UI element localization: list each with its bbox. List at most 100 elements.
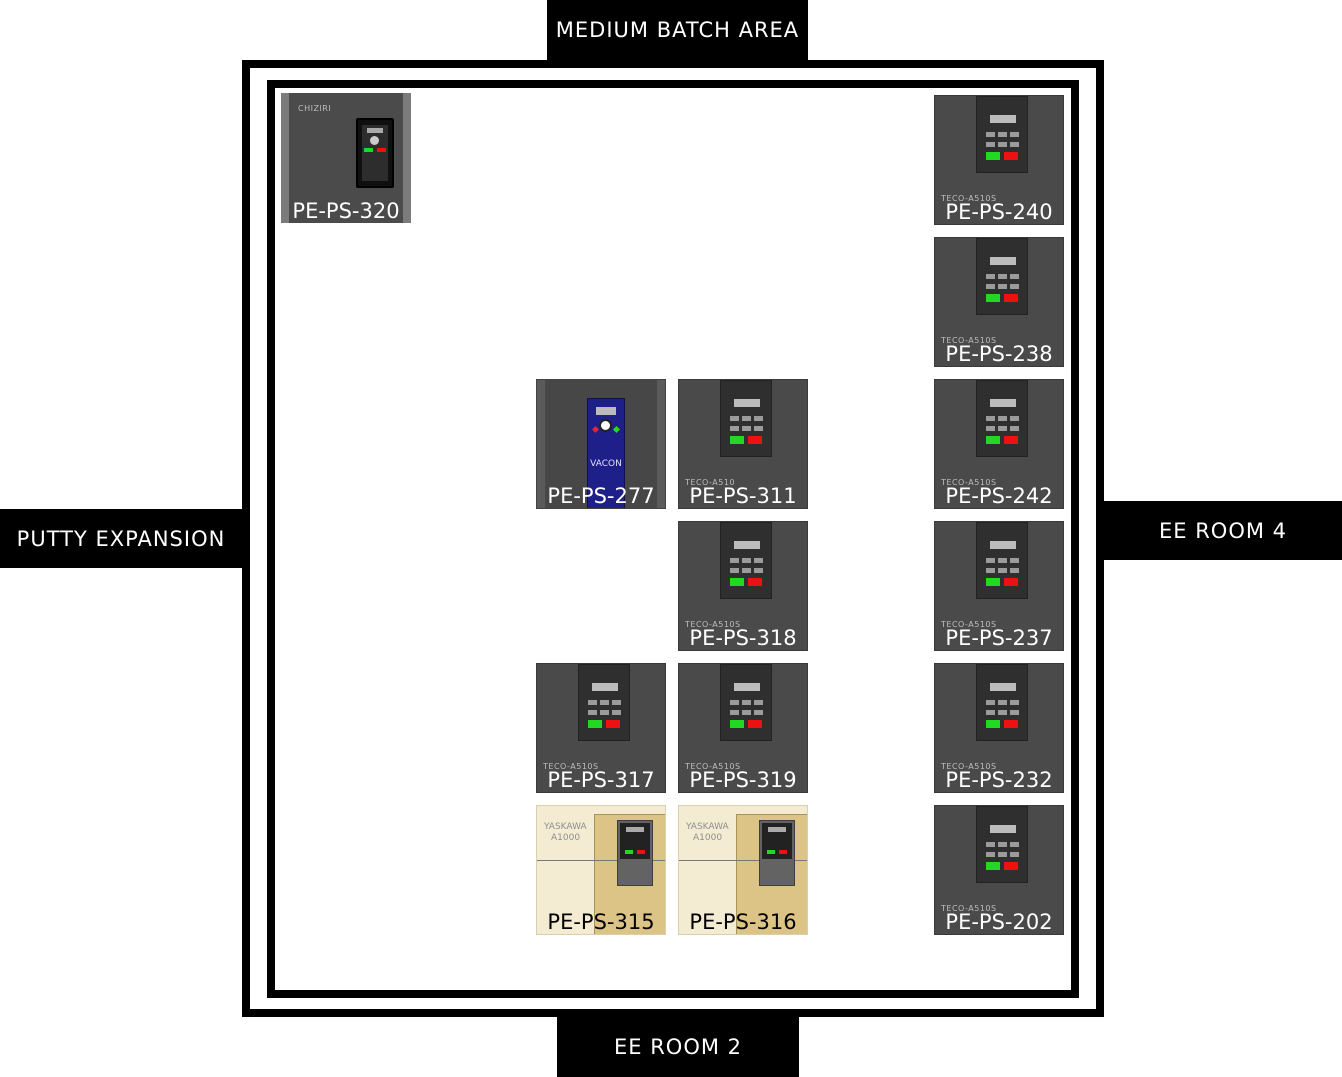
run-button: [364, 148, 373, 152]
keypad-key: [998, 274, 1007, 279]
keypad-key: [730, 426, 739, 431]
run-button: [612, 425, 621, 434]
drive-brand-label: TECO-A510S: [941, 620, 997, 629]
keypad-key: [998, 568, 1007, 573]
brand-name: YASKAWA: [544, 822, 587, 832]
keypad-key: [986, 274, 995, 279]
drive-brand-label: VACON: [590, 459, 622, 469]
keypad-key: [1010, 426, 1019, 431]
keypad-key: [754, 558, 763, 563]
keypad-key: [1010, 852, 1019, 857]
keypad-key: [1010, 710, 1019, 715]
cabinet-line: [679, 860, 807, 861]
keypad-key: [754, 416, 763, 421]
keypad-key: [986, 426, 995, 431]
keypad-key: [588, 700, 597, 705]
run-button: [986, 436, 1000, 444]
vfd-drive-pe-ps-277[interactable]: VACON PE-PS-277: [536, 379, 666, 509]
drive-brand-label: TECO-A510: [685, 478, 735, 487]
stop-button: [1004, 862, 1018, 870]
keypad-key: [1010, 568, 1019, 573]
keypad-key: [998, 132, 1007, 137]
keypad-key: [986, 700, 995, 705]
keypad-key: [998, 142, 1007, 147]
keypad: [617, 820, 653, 886]
keypad-key: [742, 558, 751, 563]
keypad-key: [986, 142, 995, 147]
keypad-display: [990, 115, 1016, 123]
keypad-key: [1010, 700, 1019, 705]
keypad-key: [998, 284, 1007, 289]
model-name: A1000: [693, 833, 723, 843]
keypad-display: [768, 827, 786, 832]
keypad: [976, 380, 1028, 457]
stop-button: [637, 850, 645, 854]
keypad-key: [1010, 558, 1019, 563]
dial-icon: [599, 419, 612, 432]
keypad-key: [1010, 132, 1019, 137]
keypad-key: [986, 568, 995, 573]
keypad-key: [1010, 416, 1019, 421]
stop-button: [779, 850, 787, 854]
keypad-key: [998, 842, 1007, 847]
keypad-key: [730, 710, 739, 715]
keypad-display: [367, 128, 383, 133]
keypad: [759, 820, 795, 886]
keypad-key: [742, 426, 751, 431]
run-button: [986, 578, 1000, 586]
stop-button: [1004, 578, 1018, 586]
run-button: [730, 578, 744, 586]
keypad: [976, 238, 1028, 315]
keypad-display: [990, 257, 1016, 265]
stop-button: [1004, 720, 1018, 728]
stop-button: [1004, 152, 1018, 160]
keypad-key: [986, 416, 995, 421]
keypad-key: [612, 700, 621, 705]
drive-tag-label: PE-PS-238: [945, 342, 1053, 366]
drive-brand-label: CHIZIRI: [298, 104, 332, 113]
keypad-face: [762, 823, 792, 859]
keypad-key: [588, 710, 597, 715]
drive-tag-label: PE-PS-318: [689, 626, 797, 650]
keypad-key: [998, 852, 1007, 857]
run-button: [730, 436, 744, 444]
keypad-key: [986, 710, 995, 715]
area-label-ee-room-4: EE ROOM 4: [1104, 501, 1342, 560]
drive-brand-label: TECO-A510S: [685, 620, 741, 629]
keypad-key: [742, 700, 751, 705]
area-label-medium-batch: MEDIUM BATCH AREA: [547, 0, 808, 60]
drive-tag-label: PE-PS-319: [689, 768, 797, 792]
keypad-key: [998, 700, 1007, 705]
keypad: [976, 806, 1028, 883]
stop-button: [1004, 294, 1018, 302]
drive-tag-label: PE-PS-232: [945, 768, 1053, 792]
keypad-key: [986, 132, 995, 137]
keypad-face: [620, 823, 650, 859]
drive-tag-label: PE-PS-277: [547, 484, 655, 508]
keypad: VACON: [587, 398, 625, 508]
stop-button: [606, 720, 620, 728]
keypad-key: [1010, 142, 1019, 147]
keypad: [720, 664, 772, 741]
keypad-key: [742, 416, 751, 421]
keypad-key: [754, 700, 763, 705]
keypad: [720, 522, 772, 599]
drive-brand-label: TECO-A510S: [941, 762, 997, 771]
keypad-key: [600, 700, 609, 705]
run-button: [588, 720, 602, 728]
